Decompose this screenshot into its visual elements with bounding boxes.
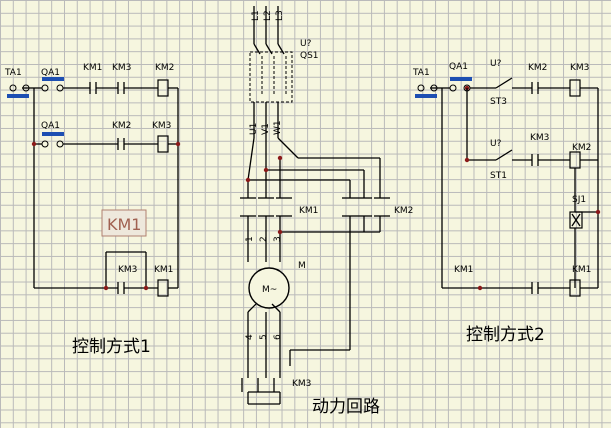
qs1-box (249, 51, 293, 103)
km2-coil-right (569, 151, 581, 169)
label-w1: W1 (273, 120, 283, 135)
label-km3-right: KM3 (570, 63, 589, 73)
label-n6: 6 (273, 334, 283, 340)
km3-coil (157, 135, 169, 153)
caption-control-2: 控制方式2 (466, 325, 545, 345)
km3-coil-right (569, 79, 581, 97)
km1-box (101, 209, 147, 237)
label-n2: 2 (259, 236, 269, 242)
power-circuit: L1 L2 L3 U? QS1 U1 V1 W1 (240, 6, 413, 417)
label-km2: KM2 (155, 63, 174, 73)
label-km3-3: KM3 (118, 265, 137, 275)
label-qs1: QS1 (300, 51, 319, 61)
label-km3: KM3 (112, 63, 131, 73)
ta1-terminal-a (9, 84, 17, 92)
label-qa1: QA1 (41, 68, 60, 78)
km2-coil (157, 79, 169, 97)
label-km1-box: KM1 (107, 215, 141, 234)
label-qa1-right: QA1 (449, 62, 468, 72)
control-circuit-1: TA1 QA1 KM1 KM3 KM2 QA1 KM2 KM3 KM1 (4, 63, 181, 357)
label-motor: M~ (262, 285, 277, 295)
ta1-terminal-b (22, 84, 30, 92)
label-km2-2: KM2 (112, 121, 131, 131)
qa1-button-right (450, 77, 472, 81)
label-st3: ST3 (490, 97, 507, 107)
ta1-button (7, 94, 29, 98)
label-qa1-2: QA1 (41, 121, 60, 131)
label-n3: 3 (273, 236, 283, 242)
label-km1: KM1 (299, 206, 318, 216)
label-km3: KM3 (292, 379, 311, 389)
km1-coil (157, 279, 169, 297)
label-km1-right: KM1 (454, 265, 473, 275)
caption-control-1: 控制方式1 (72, 337, 151, 357)
label-km2-right: KM2 (528, 63, 547, 73)
km1-main-contacts (240, 197, 292, 217)
label-u1: U1 (249, 123, 259, 135)
label-v1: V1 (261, 123, 271, 135)
label-l2: L2 (263, 10, 273, 21)
label-m: M (298, 261, 306, 271)
label-ta1-right: TA1 (412, 68, 430, 78)
label-km1-coil: KM1 (154, 265, 173, 275)
label-sj1: SJ1 (572, 195, 586, 205)
label-km2-coil-right: KM2 (572, 143, 591, 153)
label-n5: 5 (259, 334, 269, 340)
label-km1-coil-right: KM1 (572, 265, 591, 275)
label-km1: KM1 (83, 63, 102, 73)
label-l3: L3 (275, 10, 285, 21)
label-km3-coil: KM3 (152, 121, 171, 131)
label-km3-2-right: KM3 (530, 133, 549, 143)
label-st1: ST1 (490, 171, 507, 181)
motor (248, 267, 290, 309)
ta1-button-right (415, 94, 437, 98)
label-uq: U? (300, 39, 312, 49)
control-circuit-2: TA1 QA1 U? ST3 KM2 KM3 U? ST1 KM3 KM2 SJ… (412, 59, 601, 345)
qa1-button (42, 77, 64, 81)
label-n4: 4 (245, 334, 255, 340)
label-l1: L1 (251, 10, 261, 21)
label-km2: KM2 (394, 206, 413, 216)
label-n1: 1 (245, 236, 255, 242)
caption-power: 动力回路 (312, 397, 380, 417)
km2-main-contacts (342, 197, 390, 217)
label-u2-right: U? (490, 139, 502, 149)
label-u1-right: U? (490, 59, 502, 69)
label-ta1: TA1 (4, 68, 22, 78)
qa1-button-2 (42, 132, 64, 136)
